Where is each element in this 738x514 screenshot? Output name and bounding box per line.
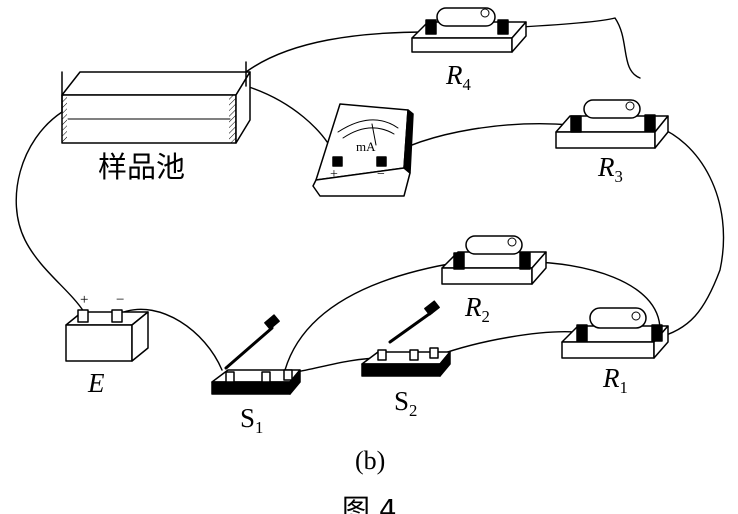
resistor-r3 (555, 99, 669, 149)
resistor-r1 (561, 307, 669, 359)
battery-label: E (88, 368, 105, 398)
wire-cell-right-to-meter (245, 85, 338, 161)
milliammeter-minus-label: − (377, 167, 385, 182)
wire-cell-right-to-r4 (245, 31, 429, 73)
sample-cell-label: 样品池 (98, 150, 186, 184)
wire-cell-left-to-battery (15, 111, 85, 313)
sample-cell (61, 61, 251, 144)
milliammeter (312, 103, 414, 197)
r2-label: R2 (465, 294, 490, 326)
wire-s1-to-r2 (284, 261, 461, 371)
milliammeter-unit-label: mA (356, 139, 376, 154)
s2-subscript: 2 (409, 400, 418, 420)
wire-r4-tail (501, 17, 641, 79)
resistor-r2 (441, 235, 547, 285)
wire-battery-to-s1 (123, 308, 223, 371)
r1-letter: R (603, 363, 620, 393)
r2-subscript: 2 (481, 306, 490, 326)
battery-plus-label: + (80, 292, 89, 308)
r4-label: R4 (446, 62, 471, 94)
r1-label: R1 (603, 365, 628, 397)
s2-letter: S (394, 386, 410, 416)
milliammeter-plus-label: + (330, 167, 338, 182)
s1-subscript: 1 (255, 417, 264, 437)
wire-r2-to-r1 (527, 261, 661, 331)
r3-subscript: 3 (614, 166, 623, 186)
panel-label: (b) (355, 446, 386, 475)
r3-label: R3 (598, 154, 623, 186)
s1-label: S1 (240, 405, 263, 437)
s1-letter: S (240, 403, 256, 433)
s2-label: S2 (394, 388, 417, 420)
r2-letter: R (465, 292, 482, 322)
r3-letter: R (598, 152, 615, 182)
r1-subscript: 1 (619, 377, 628, 397)
battery-e (65, 309, 149, 362)
wire-s2-to-r1 (435, 331, 576, 357)
switch-s2 (361, 300, 451, 377)
battery-minus-label: − (116, 292, 125, 308)
r4-subscript: 4 (462, 74, 471, 94)
switch-s1 (211, 314, 301, 395)
wire-r3-to-r1 (652, 124, 725, 339)
figure-caption: 图 4 (342, 493, 397, 514)
r4-letter: R (446, 60, 463, 90)
resistor-r4 (411, 7, 527, 53)
